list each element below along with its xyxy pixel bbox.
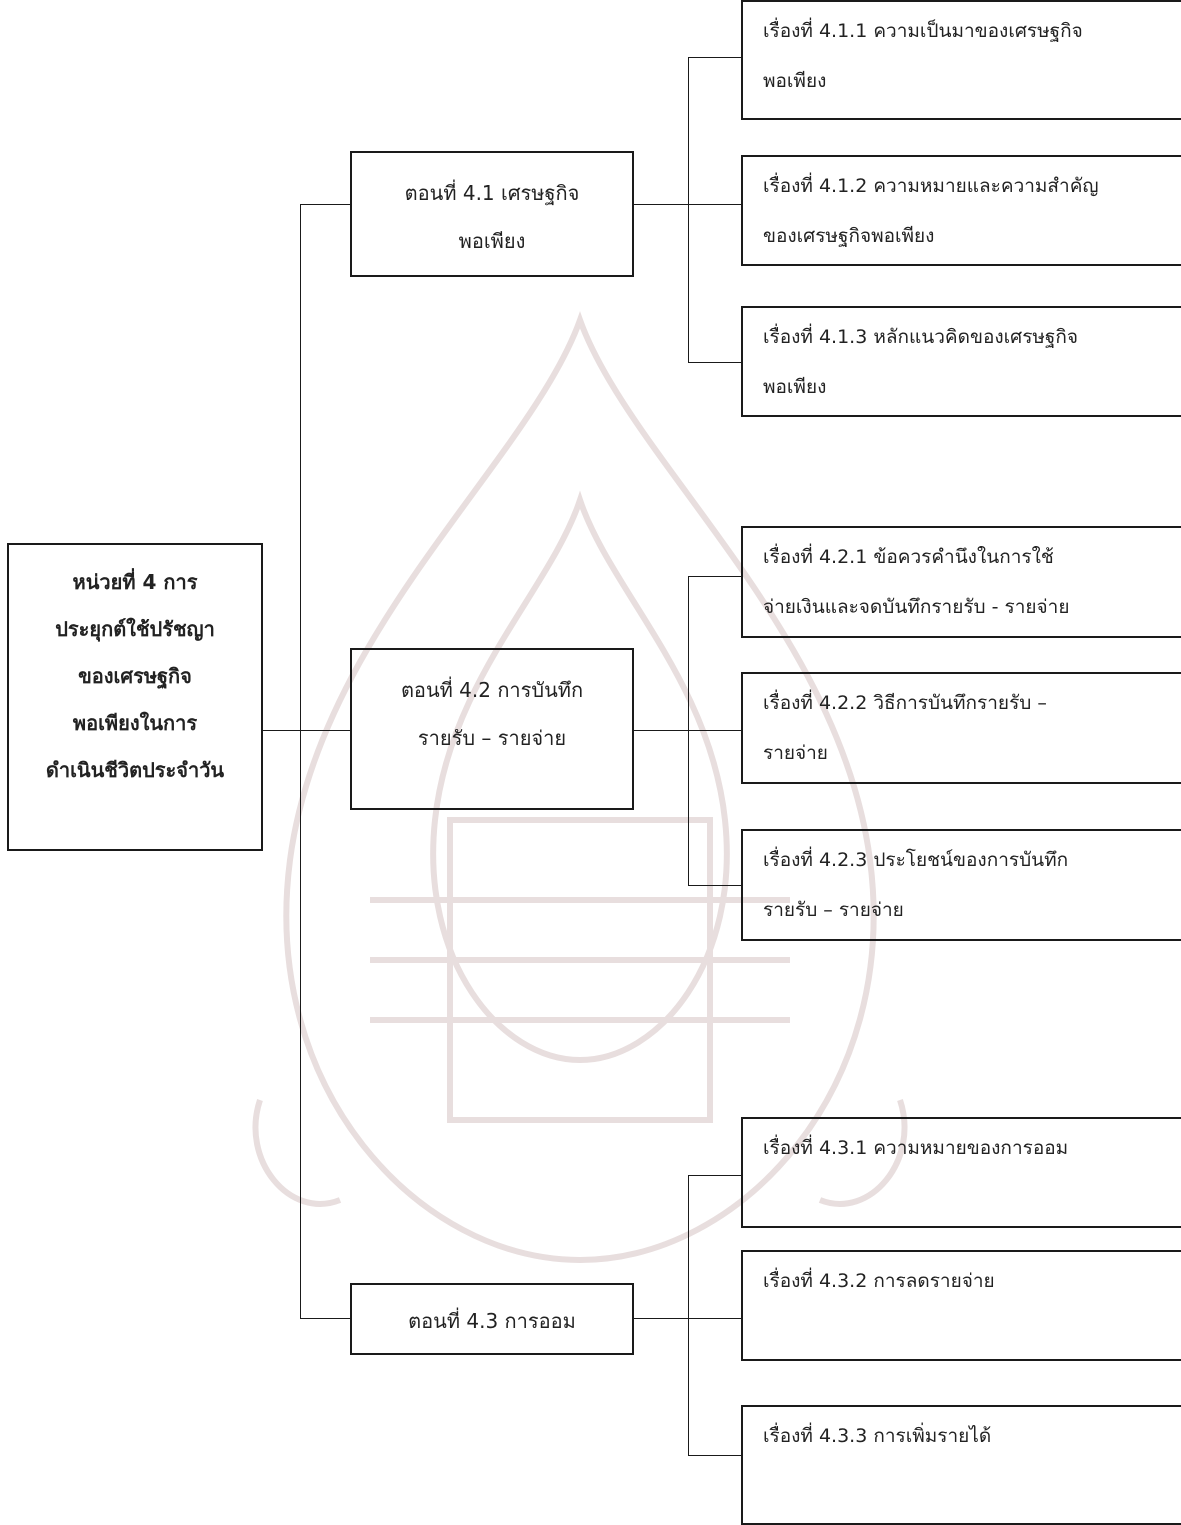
unit-title-line: ของเศรษฐกิจ [78,664,192,688]
connector-trunk-to-sec1 [300,204,350,205]
topic-line: พอเพียง [763,376,827,398]
connector-to-topic-4-2-3 [688,885,741,886]
section-box-4-3: ตอนที่ 4.3 การออม [350,1283,634,1355]
connector-sec2-out [633,730,689,731]
connector-trunk-to-sec2 [300,730,350,731]
connector-to-topic-4-2-1 [688,576,741,577]
topic-line: เรื่องที่ 4.1.3 หลักแนวคิดของเศรษฐกิจ [763,326,1079,348]
connector-main-trunk [300,204,301,1318]
topic-line: ของเศรษฐกิจพอเพียง [763,225,935,247]
connector-to-topic-4-1-1 [688,57,741,58]
connector-root-to-trunk [263,730,301,731]
connector-to-topic-4-1-2 [688,204,741,205]
topic-box-4-1-3: เรื่องที่ 4.1.3 หลักแนวคิดของเศรษฐกิจ พอ… [741,306,1181,417]
connector-to-topic-4-3-2 [688,1318,741,1319]
unit-title-line: พอเพียงในการ [72,711,198,735]
connector-sec1-trunk [688,57,689,363]
topic-line: เรื่องที่ 4.3.3 การเพิ่มรายได้ [763,1425,992,1447]
topic-box-4-2-3: เรื่องที่ 4.2.3 ประโยชน์ของการบันทึก ราย… [741,829,1181,941]
topic-box-4-1-2: เรื่องที่ 4.1.2 ความหมายและความสำคัญ ของ… [741,155,1181,266]
topic-line: รายจ่าย [763,742,828,764]
section-title-line: ตอนที่ 4.1 เศรษฐกิจ [404,181,580,205]
unit-box: หน่วยที่ 4 การ ประยุกต์ใช้ปรัชญา ของเศรษ… [7,543,263,851]
unit-title-line: หน่วยที่ 4 การ [72,570,198,594]
section-title-line: ตอนที่ 4.3 การออม [408,1309,576,1333]
topic-line: เรื่องที่ 4.2.3 ประโยชน์ของการบันทึก [763,849,1069,871]
topic-box-4-3-1: เรื่องที่ 4.3.1 ความหมายของการออม [741,1117,1181,1228]
topic-box-4-1-1: เรื่องที่ 4.1.1 ความเป็นมาของเศรษฐกิจ พอ… [741,0,1181,120]
topic-line: เรื่องที่ 4.1.1 ความเป็นมาของเศรษฐกิจ [763,20,1083,42]
connector-to-topic-4-3-3 [688,1455,741,1456]
unit-title-line: ดำเนินชีวิตประจำวัน [45,758,225,782]
topic-line: จ่ายเงินและจดบันทึกรายรับ - รายจ่าย [763,596,1070,618]
topic-box-4-3-2: เรื่องที่ 4.3.2 การลดรายจ่าย [741,1250,1181,1361]
connector-to-topic-4-1-3 [688,362,741,363]
topic-line: เรื่องที่ 4.3.2 การลดรายจ่าย [763,1270,995,1292]
section-box-4-2: ตอนที่ 4.2 การบันทึก รายรับ – รายจ่าย [350,648,634,810]
topic-box-4-3-3: เรื่องที่ 4.3.3 การเพิ่มรายได้ [741,1405,1181,1525]
connector-sec2-trunk [688,576,689,886]
connector-sec3-out [633,1318,689,1319]
section-box-4-1: ตอนที่ 4.1 เศรษฐกิจ พอเพียง [350,151,634,277]
topic-box-4-2-1: เรื่องที่ 4.2.1 ข้อควรคำนึงในการใช้ จ่าย… [741,526,1181,638]
connector-sec3-trunk [688,1175,689,1456]
section-title-line: ตอนที่ 4.2 การบันทึก [400,678,584,702]
topic-line: เรื่องที่ 4.2.2 วิธีการบันทึกรายรับ – [763,692,1047,714]
topic-line: เรื่องที่ 4.1.2 ความหมายและความสำคัญ [763,175,1099,197]
connector-trunk-to-sec3 [300,1318,350,1319]
connector-to-topic-4-2-2 [688,730,741,731]
topic-line: เรื่องที่ 4.3.1 ความหมายของการออม [763,1137,1069,1159]
topic-line: พอเพียง [763,70,827,92]
section-title-line: พอเพียง [458,229,526,253]
topic-line: รายรับ – รายจ่าย [763,899,904,921]
connector-sec1-out [633,204,689,205]
section-title-line: รายรับ – รายจ่าย [417,726,567,750]
unit-title-line: ประยุกต์ใช้ปรัชญา [55,617,215,641]
topic-box-4-2-2: เรื่องที่ 4.2.2 วิธีการบันทึกรายรับ – รา… [741,672,1181,784]
connector-to-topic-4-3-1 [688,1175,741,1176]
topic-line: เรื่องที่ 4.2.1 ข้อควรคำนึงในการใช้ [763,546,1054,568]
